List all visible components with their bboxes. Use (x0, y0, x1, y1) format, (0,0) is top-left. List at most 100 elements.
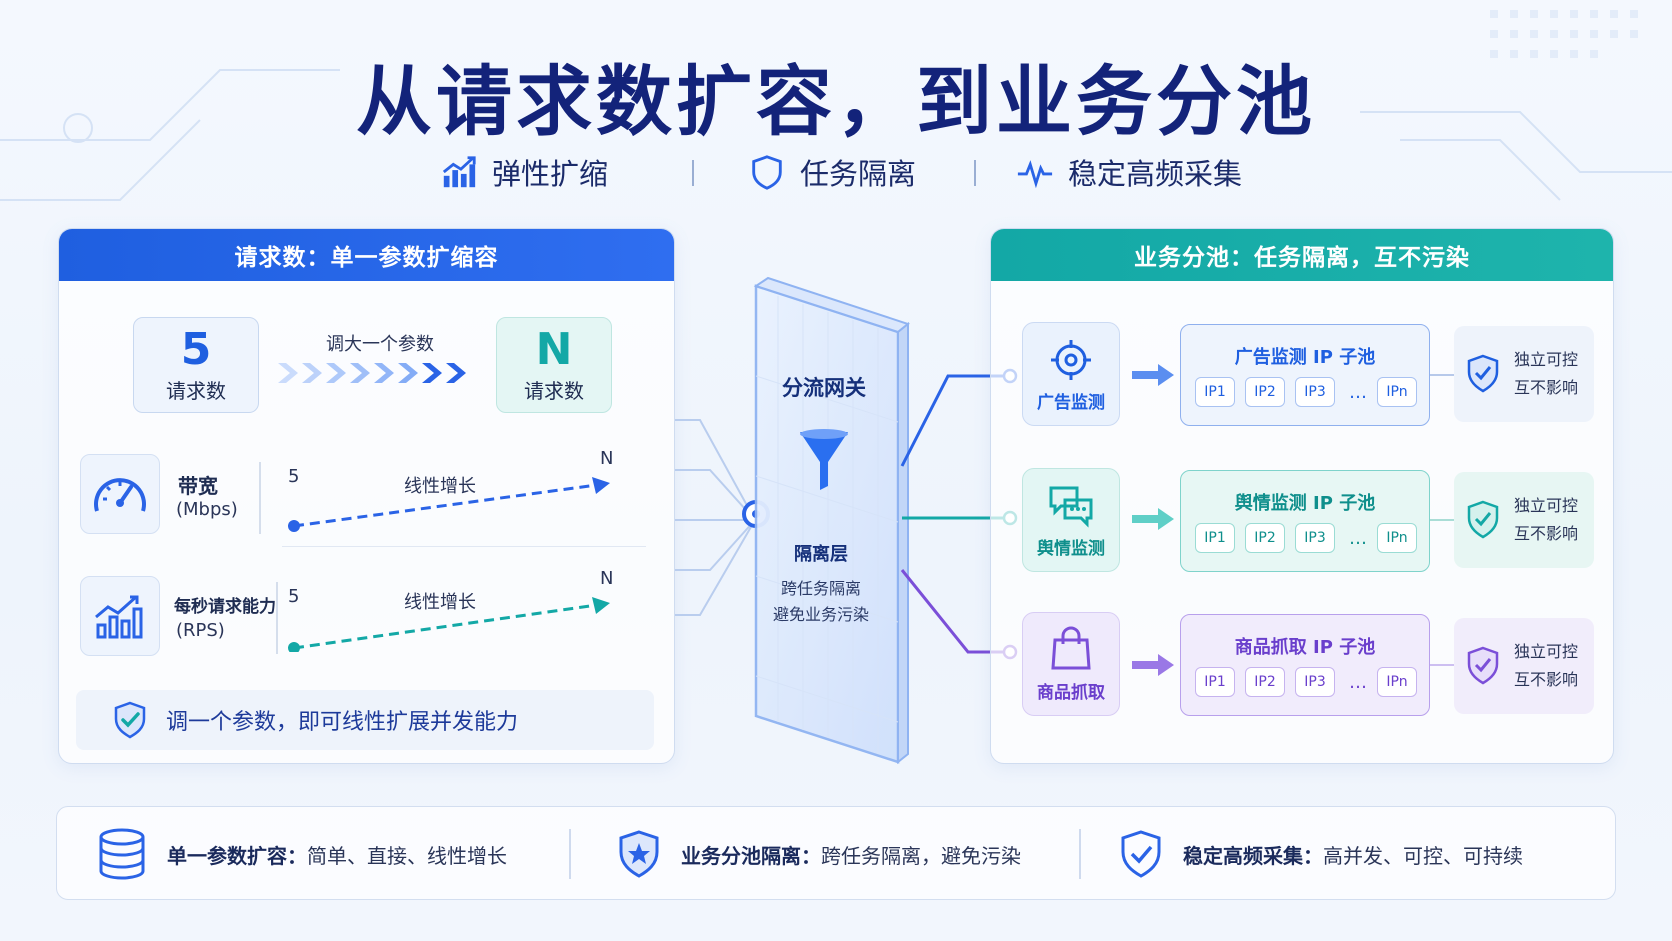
from-request-box: 5 请求数 (133, 317, 259, 413)
pulse-icon (1017, 160, 1053, 189)
metric-bandwidth-start: 5 (288, 466, 300, 487)
divider (692, 160, 694, 186)
pool-title: 舆情监测 IP 子池 (1234, 493, 1376, 514)
divider (282, 546, 646, 547)
arrow-right-icon (1132, 508, 1174, 530)
shield-check-icon (1467, 646, 1499, 685)
feature-isolation: 任务隔离 (748, 150, 916, 194)
divider (569, 829, 571, 879)
service-label: 舆情监测 (1037, 539, 1105, 559)
divider (276, 582, 278, 654)
chat-bubbles-icon (1049, 486, 1093, 528)
ip-pool-ad: 广告监测 IP 子池 IP1 IP2 IP3 … IPn (1180, 324, 1430, 426)
shield-check-icon (1467, 354, 1499, 393)
isolation-card-product: 独立可控 互不影响 (1454, 618, 1594, 714)
bottom-item-bold: 单一参数扩容： (167, 843, 307, 868)
metric-rps-end: N (600, 568, 614, 589)
isolation-line-1: 独立可控 (1514, 350, 1579, 369)
left-summary-bar: 调一个参数，即可线性扩展并发能力 (76, 690, 654, 750)
bottom-summary-bar: 单一参数扩容：简单、直接、线性增长 业务分池隔离：跨任务隔离，避免污染 稳定高频… (56, 806, 1616, 900)
gateway-desc-2: 避免业务污染 (772, 605, 869, 624)
service-label: 广告监测 (1037, 393, 1105, 413)
divider (259, 462, 261, 534)
bottom-item-scaling: 单一参数扩容：简单、直接、线性增长 (97, 807, 507, 901)
feature-label: 任务隔离 (800, 157, 917, 191)
from-label: 请求数 (166, 378, 226, 403)
service-card-sentiment: 舆情监测 (1022, 468, 1120, 572)
left-panel-header: 请求数：单一参数扩缩容 (59, 229, 674, 281)
database-icon (99, 828, 145, 880)
feature-elastic: 弹性扩缩 (440, 150, 608, 194)
chevron-arrows (278, 363, 466, 383)
ip-chip: IPn (1377, 667, 1417, 697)
ip-chip: IP2 (1245, 667, 1285, 697)
feature-stable: 稳定高频采集 (1016, 150, 1242, 194)
divider (1430, 519, 1454, 521)
gauge-icon-card (80, 454, 160, 534)
to-number: N (535, 323, 573, 375)
left-summary-text: 调一个参数，即可线性扩展并发能力 (166, 710, 519, 735)
metric-rps-name: 每秒请求能力 (174, 597, 276, 617)
divider (1430, 374, 1454, 376)
ip-chip: IP1 (1195, 377, 1235, 407)
arrow-label: 调大一个参数 (326, 334, 434, 355)
service-card-ad: 广告监测 (1022, 322, 1120, 426)
ip-ellipsis: … (1349, 381, 1367, 403)
ip-pool-sentiment: 舆情监测 IP 子池 IP1 IP2 IP3 … IPn (1180, 470, 1430, 572)
isolation-card-sentiment: 独立可控 互不影响 (1454, 472, 1594, 568)
pool-title: 商品抓取 IP 子池 (1234, 637, 1376, 658)
service-label: 商品抓取 (1037, 683, 1105, 703)
ip-chip: IP3 (1295, 667, 1335, 697)
shield-icon (752, 155, 782, 190)
feature-label: 稳定高频采集 (1068, 157, 1243, 191)
rps-icon-card (80, 576, 160, 656)
gateway-desc-1: 跨任务隔离 (780, 579, 861, 598)
isolation-line-2: 互不影响 (1514, 378, 1579, 397)
page-title: 从请求数扩容，到业务分池 (356, 57, 1316, 146)
ip-chip: IPn (1377, 523, 1417, 553)
bottom-item-text: 跨任务隔离，避免污染 (821, 843, 1021, 868)
divider (974, 160, 976, 186)
gateway-panel (753, 276, 910, 765)
metric-bandwidth-name: 带宽 (178, 474, 218, 498)
metric-bandwidth-unit: (Mbps) (176, 499, 238, 520)
bottom-item-bold: 业务分池隔离： (681, 843, 821, 868)
shield-check-icon (114, 701, 146, 739)
to-label: 请求数 (524, 378, 584, 403)
shield-star-icon (619, 830, 659, 878)
shopping-bag-icon (1051, 626, 1091, 670)
bottom-item-isolation: 业务分池隔离：跨任务隔离，避免污染 (617, 807, 1021, 901)
divider (1079, 829, 1081, 879)
ip-chip: IPn (1377, 377, 1417, 407)
ip-chip: IP3 (1295, 377, 1335, 407)
metric-bandwidth-end: N (600, 448, 614, 469)
bandwidth-growth-line (288, 477, 610, 532)
metric-rps-trend: 线性增长 (404, 592, 476, 613)
rising-bars-icon (95, 595, 143, 639)
shield-check-icon (1121, 830, 1161, 878)
isolation-line-2: 互不影响 (1514, 670, 1579, 689)
ip-ellipsis: … (1349, 671, 1367, 693)
isolation-card-ad: 独立可控 互不影响 (1454, 326, 1594, 422)
bottom-item-bold: 稳定高频采集： (1183, 843, 1323, 868)
metric-rps-start: 5 (288, 586, 300, 607)
ip-chip: IP3 (1295, 523, 1335, 553)
gateway-layer: 隔离层 (794, 544, 848, 565)
target-icon (1051, 340, 1091, 380)
bar-chart-up-icon (442, 156, 476, 188)
right-panel-header: 业务分池：任务隔离，互不污染 (991, 229, 1613, 281)
ip-pool-product: 商品抓取 IP 子池 IP1 IP2 IP3 … IPn (1180, 614, 1430, 716)
ip-chip: IP1 (1195, 667, 1235, 697)
bottom-item-stable: 稳定高频采集：高并发、可控、可持续 (1119, 807, 1523, 901)
isolation-line-2: 互不影响 (1514, 524, 1579, 543)
arrow-right-icon (1132, 654, 1174, 676)
isolation-line-1: 独立可控 (1514, 496, 1579, 515)
divider (1430, 664, 1454, 666)
pool-title: 广告监测 IP 子池 (1234, 347, 1376, 368)
bottom-item-text: 高并发、可控、可持续 (1323, 843, 1523, 868)
to-request-box: N 请求数 (496, 317, 612, 413)
ip-chip: IP2 (1245, 377, 1285, 407)
feature-row: 弹性扩缩 任务隔离 稳定高频采集 (0, 150, 1672, 194)
service-card-product: 商品抓取 (1022, 612, 1120, 716)
bottom-item-text: 简单、直接、线性增长 (307, 843, 507, 868)
